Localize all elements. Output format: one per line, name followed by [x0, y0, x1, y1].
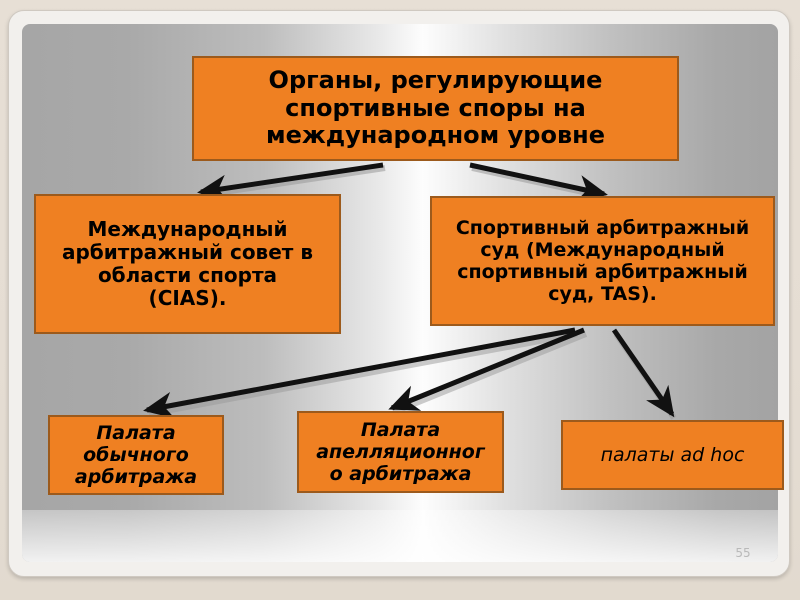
- page-number: 55: [735, 546, 751, 560]
- node-adhoc-chambers: палаты ad hoc: [561, 420, 784, 490]
- node-appeals-arbitration-chamber: Палата апелляционног о арбитража: [297, 411, 504, 493]
- node-cias: Международный арбитражный совет в област…: [34, 194, 341, 334]
- node-title: Органы, регулирующие спортивные споры на…: [192, 56, 679, 161]
- node-ordinary-arbitration-chamber: Палата обычного арбитража: [48, 415, 224, 495]
- node-tas: Спортивный арбитражный суд (Международны…: [430, 196, 775, 326]
- slide-bottom-band: [22, 510, 778, 562]
